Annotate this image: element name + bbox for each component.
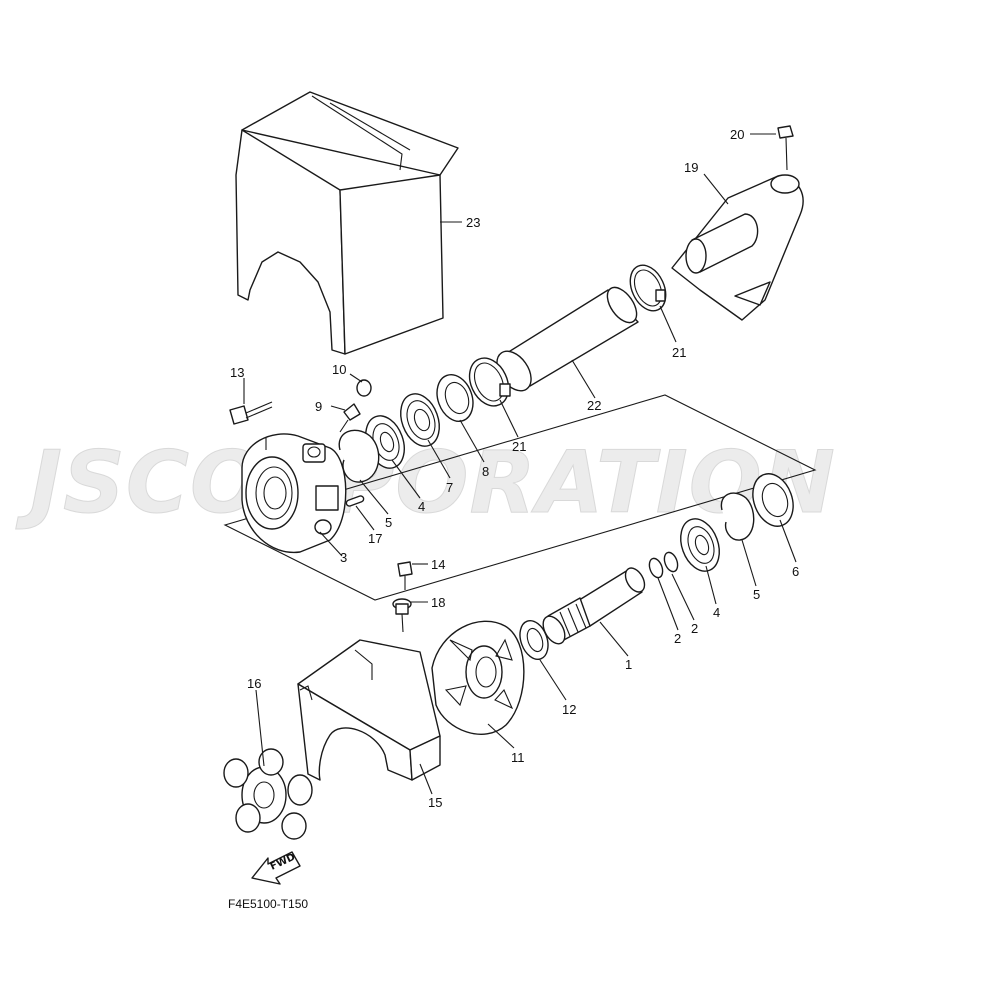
- leader-lines: [243, 133, 797, 795]
- subassembly-frame: [223, 394, 817, 601]
- callout-7: 7: [446, 480, 453, 495]
- callout-16: 16: [247, 676, 261, 691]
- callout-10: 10: [332, 362, 346, 377]
- callout-18: 18: [431, 595, 445, 610]
- callout-9: 9: [315, 399, 322, 414]
- part-12-collar: [519, 619, 549, 661]
- callout-21-upper: 21: [672, 345, 686, 360]
- part-11-impeller: [431, 620, 525, 735]
- part-17-pin: [345, 495, 365, 507]
- part-5-snap-ring-lower: [720, 492, 755, 541]
- callout-17: 17: [368, 531, 382, 546]
- part-10-cap: [356, 379, 372, 397]
- callout-1: 1: [625, 657, 632, 672]
- part-14-bolt: [397, 561, 413, 590]
- part-15-lower-cover: [297, 639, 441, 781]
- callout-15: 15: [428, 795, 442, 810]
- callout-12: 12: [562, 702, 576, 717]
- callout-5-lower: 5: [753, 587, 760, 602]
- callout-13: 13: [230, 365, 244, 380]
- part-18-collar: [392, 598, 412, 633]
- part-5-snap-ring-upper: [338, 429, 380, 483]
- callout-22: 22: [587, 398, 601, 413]
- part-7-bearing: [400, 393, 440, 447]
- callout-19: 19: [684, 160, 698, 175]
- part-16-damper: [223, 748, 313, 840]
- callout-5-upper: 5: [385, 515, 392, 530]
- fwd-direction-arrow: FWD: [251, 851, 301, 885]
- diagram-code: F4E5100-T150: [228, 897, 308, 911]
- callout-3: 3: [340, 550, 347, 565]
- callout-23: 23: [466, 215, 480, 230]
- callout-6: 6: [792, 564, 799, 579]
- callout-labels: 23 19 20 21 22 21 8 7 4 5 17 3 10 9 13 1…: [230, 127, 799, 810]
- callout-11: 11: [511, 750, 525, 765]
- watermark: JSCORPORATION: [15, 433, 836, 533]
- part-20-bolt: [777, 125, 794, 171]
- part-21-clamp-lower: [468, 357, 511, 407]
- part-21-clamp-upper: [629, 264, 667, 312]
- callout-4-lower: 4: [713, 605, 720, 620]
- callout-20: 20: [730, 127, 744, 142]
- part-13-bolt: [229, 401, 273, 425]
- callout-8: 8: [482, 464, 489, 479]
- part-23-cover: [235, 91, 459, 355]
- part-9-grease-nipple: [339, 403, 361, 433]
- part-2-o-rings: [648, 551, 679, 579]
- part-4-bearing-lower: [680, 518, 720, 572]
- callout-2-left: 2: [674, 631, 681, 646]
- callout-4-upper: 4: [418, 499, 425, 514]
- part-1-drive-shaft: [542, 567, 646, 645]
- part-19-nozzle: [671, 174, 804, 321]
- callout-2-right: 2: [691, 621, 698, 636]
- callout-14: 14: [431, 557, 445, 572]
- part-3-housing: [241, 433, 347, 554]
- part-22-duct: [496, 286, 639, 392]
- callout-21-lower: 21: [512, 439, 526, 454]
- part-8-seal: [436, 374, 474, 422]
- part-6-seal: [752, 473, 794, 527]
